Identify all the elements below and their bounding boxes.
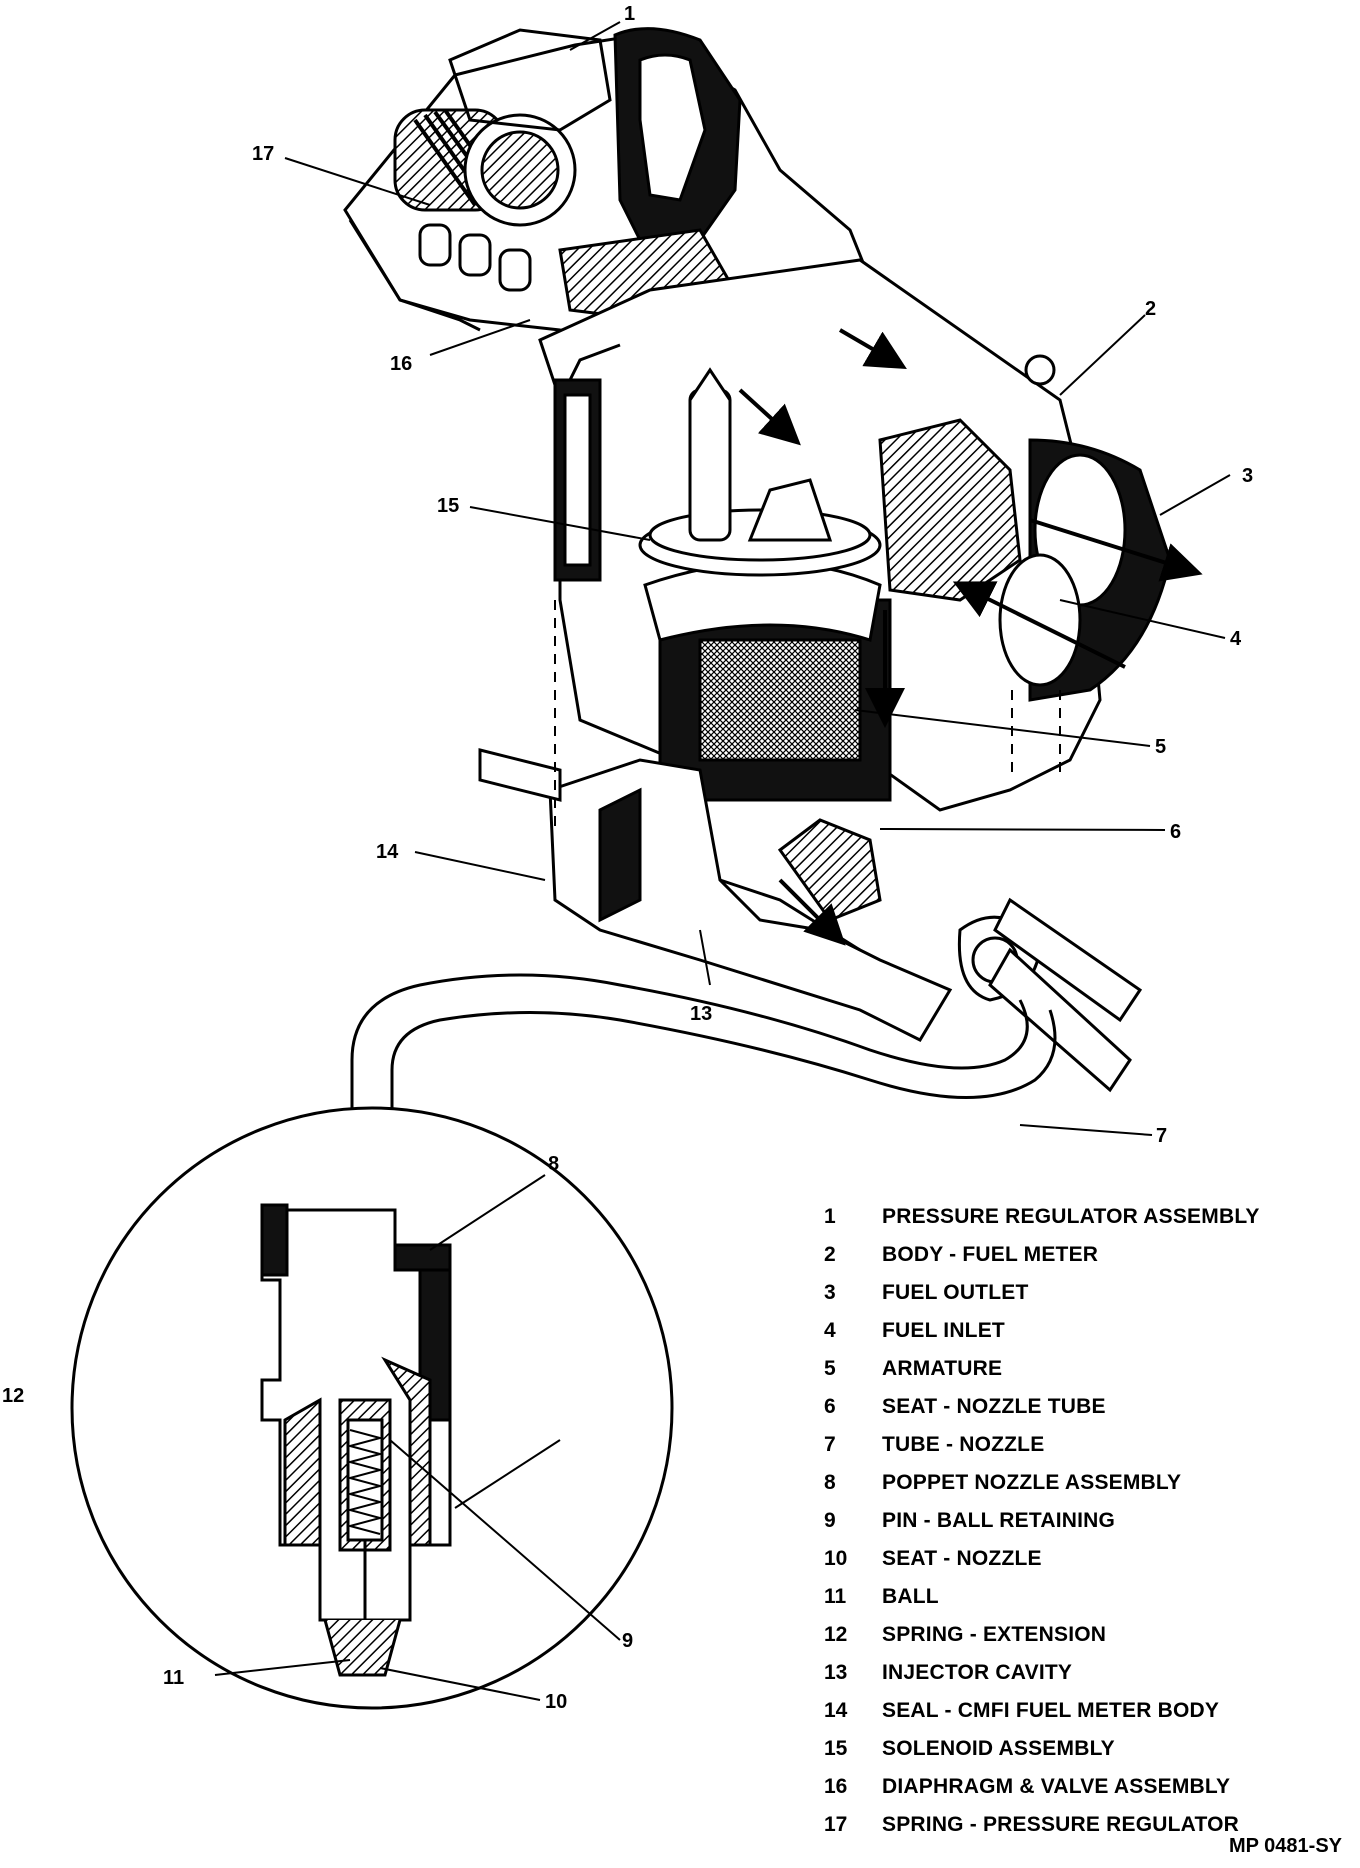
legend-item-label: FUEL OUTLET bbox=[882, 1281, 1029, 1304]
legend-item-number: 4 bbox=[824, 1319, 836, 1342]
legend-item: 6 SEAT - NOZZLE TUBE bbox=[818, 1388, 1338, 1426]
fuel-lines bbox=[478, 748, 1143, 1093]
legend-item: 11 BALL bbox=[818, 1578, 1338, 1616]
legend-item-number: 9 bbox=[824, 1509, 836, 1532]
legend-item-label: SEAT - NOZZLE TUBE bbox=[882, 1395, 1106, 1418]
extension-spring bbox=[346, 1429, 384, 1535]
legend-item-number: 11 bbox=[824, 1585, 847, 1608]
legend-item-label: PIN - BALL RETAINING bbox=[882, 1509, 1116, 1532]
solenoid-assembly bbox=[638, 367, 892, 802]
legend-item-label: SEAL - CMFI FUEL METER BODY bbox=[882, 1699, 1220, 1722]
legend-item-number: 15 bbox=[824, 1737, 848, 1760]
legend-item: 15 SOLENOID ASSEMBLY bbox=[818, 1730, 1338, 1768]
callout-11: 11 bbox=[163, 1667, 184, 1689]
legend-item-number: 5 bbox=[824, 1357, 836, 1380]
legend-item-number: 7 bbox=[824, 1433, 836, 1456]
legend-item-label: BALL bbox=[882, 1585, 939, 1608]
legend-item: 13 INJECTOR CAVITY bbox=[818, 1654, 1338, 1692]
figure-id: MP 0481-SY bbox=[1228, 1835, 1342, 1857]
legend-item: 12 SPRING - EXTENSION bbox=[818, 1616, 1338, 1654]
legend-item-number: 10 bbox=[824, 1547, 848, 1570]
legend-item: 1 PRESSURE REGULATOR ASSEMBLY bbox=[818, 1198, 1338, 1236]
legend-item-number: 14 bbox=[824, 1699, 848, 1722]
legend-item: 9 PIN - BALL RETAINING bbox=[818, 1502, 1338, 1540]
callout-labels: 1 2 3 4 5 6 7 8 9 10 11 12 13 14 15 16 1… bbox=[2, 3, 1253, 1713]
pressure-regulator-housing bbox=[343, 27, 872, 342]
legend-item-label: SPRING - EXTENSION bbox=[882, 1623, 1107, 1646]
legend-item: 5 ARMATURE bbox=[818, 1350, 1338, 1388]
callout-6: 6 bbox=[1170, 821, 1181, 843]
legend-item: 10 SEAT - NOZZLE bbox=[818, 1540, 1338, 1578]
legend-item-number: 8 bbox=[824, 1471, 836, 1494]
legend-item: 2 BODY - FUEL METER bbox=[818, 1236, 1338, 1274]
leader-lines bbox=[214, 21, 1231, 1701]
legend-item-label: POPPET NOZZLE ASSEMBLY bbox=[882, 1471, 1182, 1494]
legend-item: 7 TUBE - NOZZLE bbox=[818, 1426, 1338, 1464]
callout-10: 10 bbox=[545, 1691, 567, 1713]
nozzle-tube-outer-wall bbox=[390, 1009, 1057, 1160]
nozzle-seat bbox=[323, 1619, 402, 1677]
callout-5: 5 bbox=[1155, 736, 1166, 758]
legend-item-label: INJECTOR CAVITY bbox=[882, 1661, 1073, 1684]
callout-14: 14 bbox=[376, 841, 399, 863]
callout-8: 8 bbox=[548, 1153, 559, 1175]
callout-4: 4 bbox=[1230, 628, 1242, 650]
callout-1: 1 bbox=[624, 3, 635, 25]
callout-2: 2 bbox=[1145, 298, 1156, 320]
legend-item-number: 2 bbox=[824, 1243, 836, 1266]
legend-item-label: ARMATURE bbox=[882, 1357, 1003, 1380]
legend-item-number: 6 bbox=[824, 1395, 836, 1418]
callout-3: 3 bbox=[1242, 465, 1253, 487]
flow-arrows bbox=[738, 328, 1203, 946]
legend-item-number: 1 bbox=[824, 1205, 836, 1228]
callout-15: 15 bbox=[437, 495, 459, 517]
legend-item-label: BODY - FUEL METER bbox=[882, 1243, 1099, 1266]
nozzle-tube bbox=[350, 973, 1029, 1160]
legend-item-number: 17 bbox=[824, 1813, 848, 1836]
legend-item: 16 DIAPHRAGM & VALVE ASSEMBLY bbox=[818, 1768, 1338, 1806]
callout-7: 7 bbox=[1156, 1125, 1167, 1147]
legend-item: 4 FUEL INLET bbox=[818, 1312, 1338, 1350]
callout-12: 12 bbox=[2, 1385, 24, 1407]
legend-item: 14 SEAL - CMFI FUEL METER BODY bbox=[818, 1692, 1338, 1730]
legend-item-number: 3 bbox=[824, 1281, 836, 1304]
legend-item-label: PRESSURE REGULATOR ASSEMBLY bbox=[882, 1205, 1260, 1228]
legend-item-label: SEAT - NOZZLE bbox=[882, 1547, 1042, 1570]
legend-item-label: TUBE - NOZZLE bbox=[882, 1433, 1045, 1456]
callout-9: 9 bbox=[622, 1630, 633, 1652]
callout-13: 13 bbox=[690, 1003, 712, 1025]
legend-item-number: 16 bbox=[824, 1775, 848, 1798]
legend-item: 3 FUEL OUTLET bbox=[818, 1274, 1338, 1312]
legend-item-label: DIAPHRAGM & VALVE ASSEMBLY bbox=[882, 1775, 1231, 1798]
poppet-nozzle-detail bbox=[70, 1106, 674, 1710]
callout-17: 17 bbox=[252, 143, 274, 165]
parts-legend: 1 PRESSURE REGULATOR ASSEMBLY 2 BODY - FUEL… bbox=[818, 1198, 1338, 1844]
legend-item: 17 SPRING - PRESSURE REGULATOR bbox=[818, 1806, 1338, 1844]
legend-item-label: FUEL INLET bbox=[882, 1319, 1005, 1342]
legend-item: 8 POPPET NOZZLE ASSEMBLY bbox=[818, 1464, 1338, 1502]
callout-16: 16 bbox=[390, 353, 412, 375]
legend-item-label: SPRING - PRESSURE REGULATOR bbox=[882, 1813, 1239, 1836]
base-plate bbox=[548, 758, 1042, 1042]
legend-item-number: 12 bbox=[824, 1623, 848, 1646]
legend-item-number: 13 bbox=[824, 1661, 848, 1684]
legend-item-label: SOLENOID ASSEMBLY bbox=[882, 1737, 1115, 1760]
